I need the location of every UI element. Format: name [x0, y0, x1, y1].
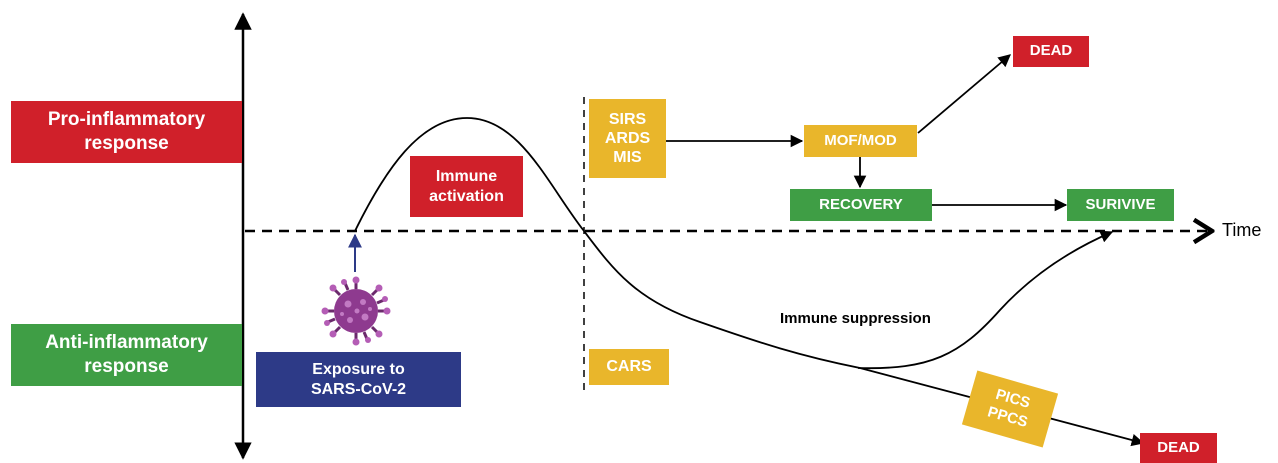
- survive-box: SURIVIVE: [1067, 189, 1174, 221]
- immune-activation-box: Immune activation: [410, 156, 523, 217]
- immune-response-curve: [354, 117, 861, 369]
- time-axis-label: Time: [1222, 220, 1262, 240]
- immune-suppression-label: Immune suppression: [780, 310, 931, 327]
- anti-inflammatory-label: Anti-inflammatory response: [11, 324, 242, 386]
- virus-icon: [321, 276, 391, 346]
- dead-bottom-box: DEAD: [1140, 433, 1217, 463]
- mof-mod-box: MOF/MOD: [804, 125, 917, 157]
- exposure-box: Exposure to SARS-CoV-2: [256, 352, 461, 407]
- sirs-ards-mis-box: SIRS ARDS MIS: [589, 99, 666, 178]
- pro-inflammatory-label: Pro-inflammatory response: [11, 101, 242, 163]
- dead-top-box: DEAD: [1013, 36, 1089, 67]
- cars-box: CARS: [589, 349, 669, 385]
- recovery-box: RECOVERY: [790, 189, 932, 221]
- arrow-suppression-to-survive: [857, 230, 1114, 370]
- arrow-mof-to-dead: [917, 54, 1011, 134]
